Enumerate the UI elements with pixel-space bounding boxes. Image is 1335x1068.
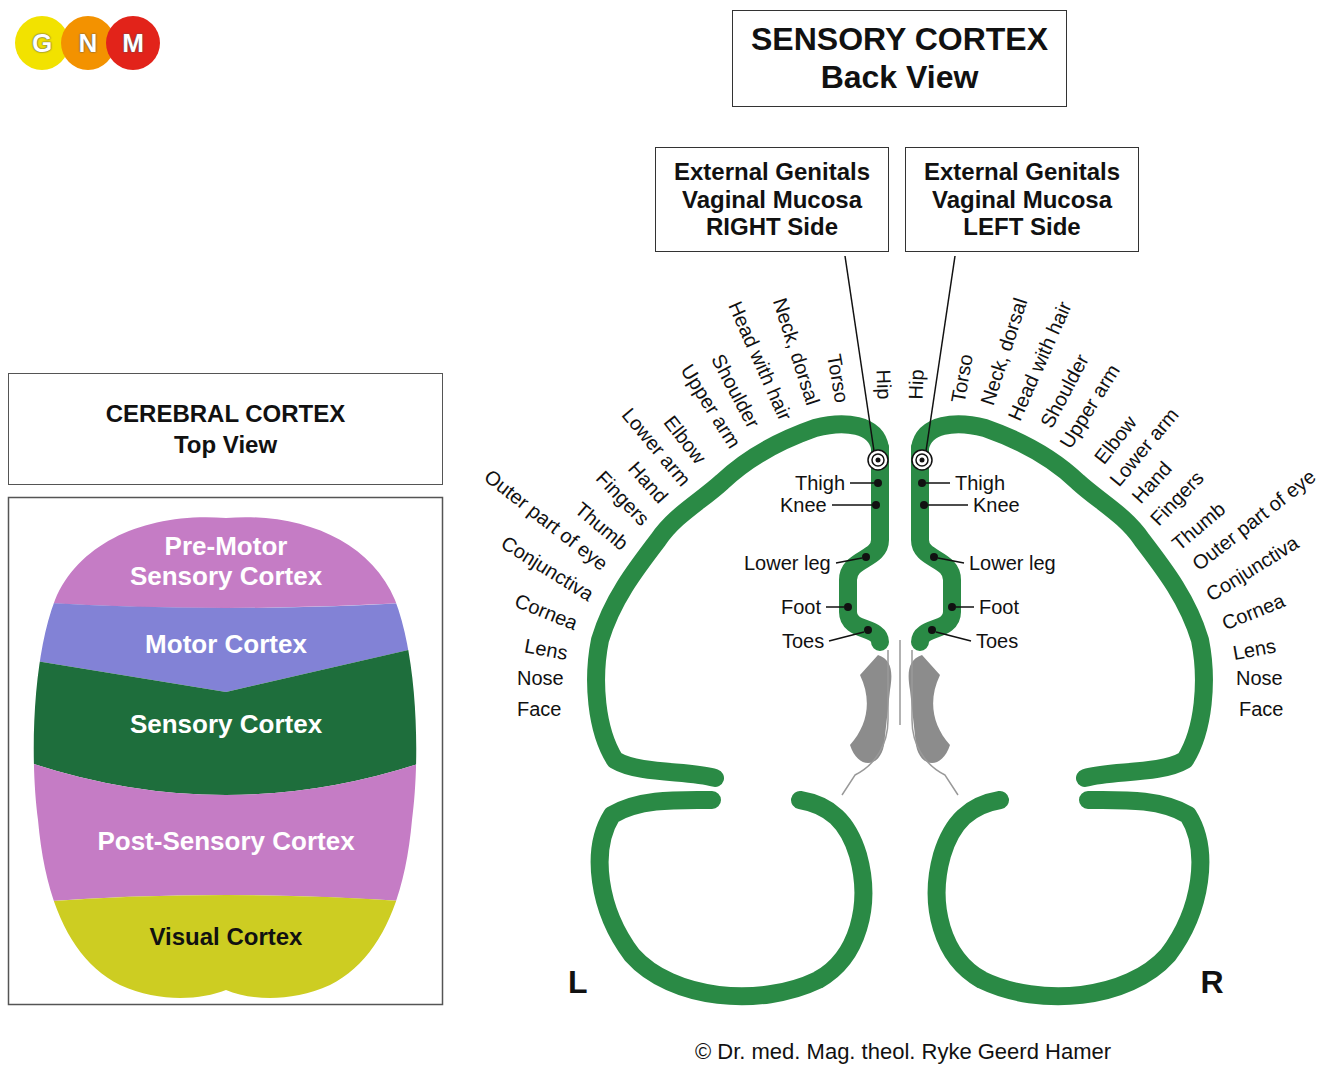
node-text: Post-Sensory Cortex — [76, 827, 376, 857]
body-part-label: Lens — [523, 635, 570, 665]
node-text: CEREBRAL CORTEX Top View — [96, 398, 356, 460]
left-hemisphere — [596, 256, 891, 996]
point-dot — [844, 603, 852, 611]
midline — [899, 640, 901, 725]
brain-region: Pre-Motor Sensory Cortex — [30, 508, 422, 614]
brain-region: Visual Cortex — [30, 885, 422, 1007]
logo-disc — [106, 16, 160, 70]
point-dot — [874, 479, 882, 487]
brain-region: Post-Sensory Cortex — [30, 750, 422, 910]
callout-box: External Genitals Vaginal Mucosa LEFT Si… — [905, 147, 1139, 252]
body-part-label: Hip — [905, 369, 929, 400]
region-fill — [30, 508, 422, 608]
body-part-label: Foot — [781, 596, 821, 619]
body-part-label: Face — [517, 698, 561, 721]
title-box: SENSORY CORTEX Back View — [732, 10, 1067, 107]
leader-line — [845, 256, 874, 451]
body-part-label: Lower leg — [744, 552, 831, 575]
body-part-label: Toes — [782, 630, 824, 653]
leader-line — [826, 606, 844, 608]
point-dot — [872, 501, 880, 509]
side-letter: R — [1201, 964, 1224, 1001]
region-fill — [30, 640, 422, 795]
node-text: Pre-Motor Sensory Cortex — [124, 532, 329, 592]
point-dot — [864, 626, 872, 634]
body-part-label: Nose — [1236, 667, 1283, 690]
leader-line — [832, 504, 872, 506]
copyright-caption: © Dr. med. Mag. theol. Ryke Geerd Hamer — [695, 1039, 1111, 1065]
target-symbol — [872, 454, 884, 466]
body-part-label: Nose — [517, 667, 564, 690]
brain-region: Sensory Cortex — [30, 638, 422, 800]
node-text: External Genitals Vaginal Mucosa LEFT Si… — [920, 158, 1124, 241]
ventricle — [850, 655, 891, 763]
body-part-label: Lower leg — [969, 552, 1056, 575]
right-hemisphere — [909, 256, 1204, 996]
point-dot — [862, 553, 870, 561]
body-part-label: Torso — [822, 352, 853, 404]
target-symbol — [876, 458, 881, 463]
panel-heading-box: CEREBRAL CORTEX Top View — [8, 373, 443, 485]
node-text: M — [122, 30, 144, 56]
body-part-label: Hip — [871, 369, 895, 400]
region-fill — [30, 752, 422, 905]
body-part-label: Face — [1239, 698, 1283, 721]
node-text: Visual Cortex — [106, 923, 346, 951]
medial-cortex — [848, 448, 880, 642]
leader-line — [836, 558, 862, 563]
body-part-label: Lens — [1231, 635, 1278, 665]
body-part-label: Thigh — [955, 472, 1005, 495]
body-part-label: Thigh — [795, 472, 845, 495]
body-part-label: Knee — [973, 494, 1020, 517]
body-part-label: Toes — [976, 630, 1018, 653]
node-text: External Genitals Vaginal Mucosa RIGHT S… — [670, 158, 874, 241]
inner-outline — [842, 650, 888, 795]
body-part-label: Foot — [979, 596, 1019, 619]
body-part-label: Knee — [780, 494, 827, 517]
leader-line — [829, 632, 864, 641]
target-symbol — [868, 450, 888, 470]
side-letter: L — [568, 964, 588, 1001]
node-text: Motor Cortex — [106, 630, 346, 660]
logo-circle: M — [105, 15, 161, 71]
node-text: G — [32, 30, 52, 56]
node-text: Sensory Cortex — [96, 710, 356, 740]
callout-box: External Genitals Vaginal Mucosa RIGHT S… — [655, 147, 889, 252]
region-fill — [30, 895, 422, 1007]
leader-line — [850, 482, 874, 484]
logo-disc — [15, 16, 69, 70]
node-text: N — [79, 30, 98, 56]
body-part-label: Torso — [947, 352, 978, 404]
